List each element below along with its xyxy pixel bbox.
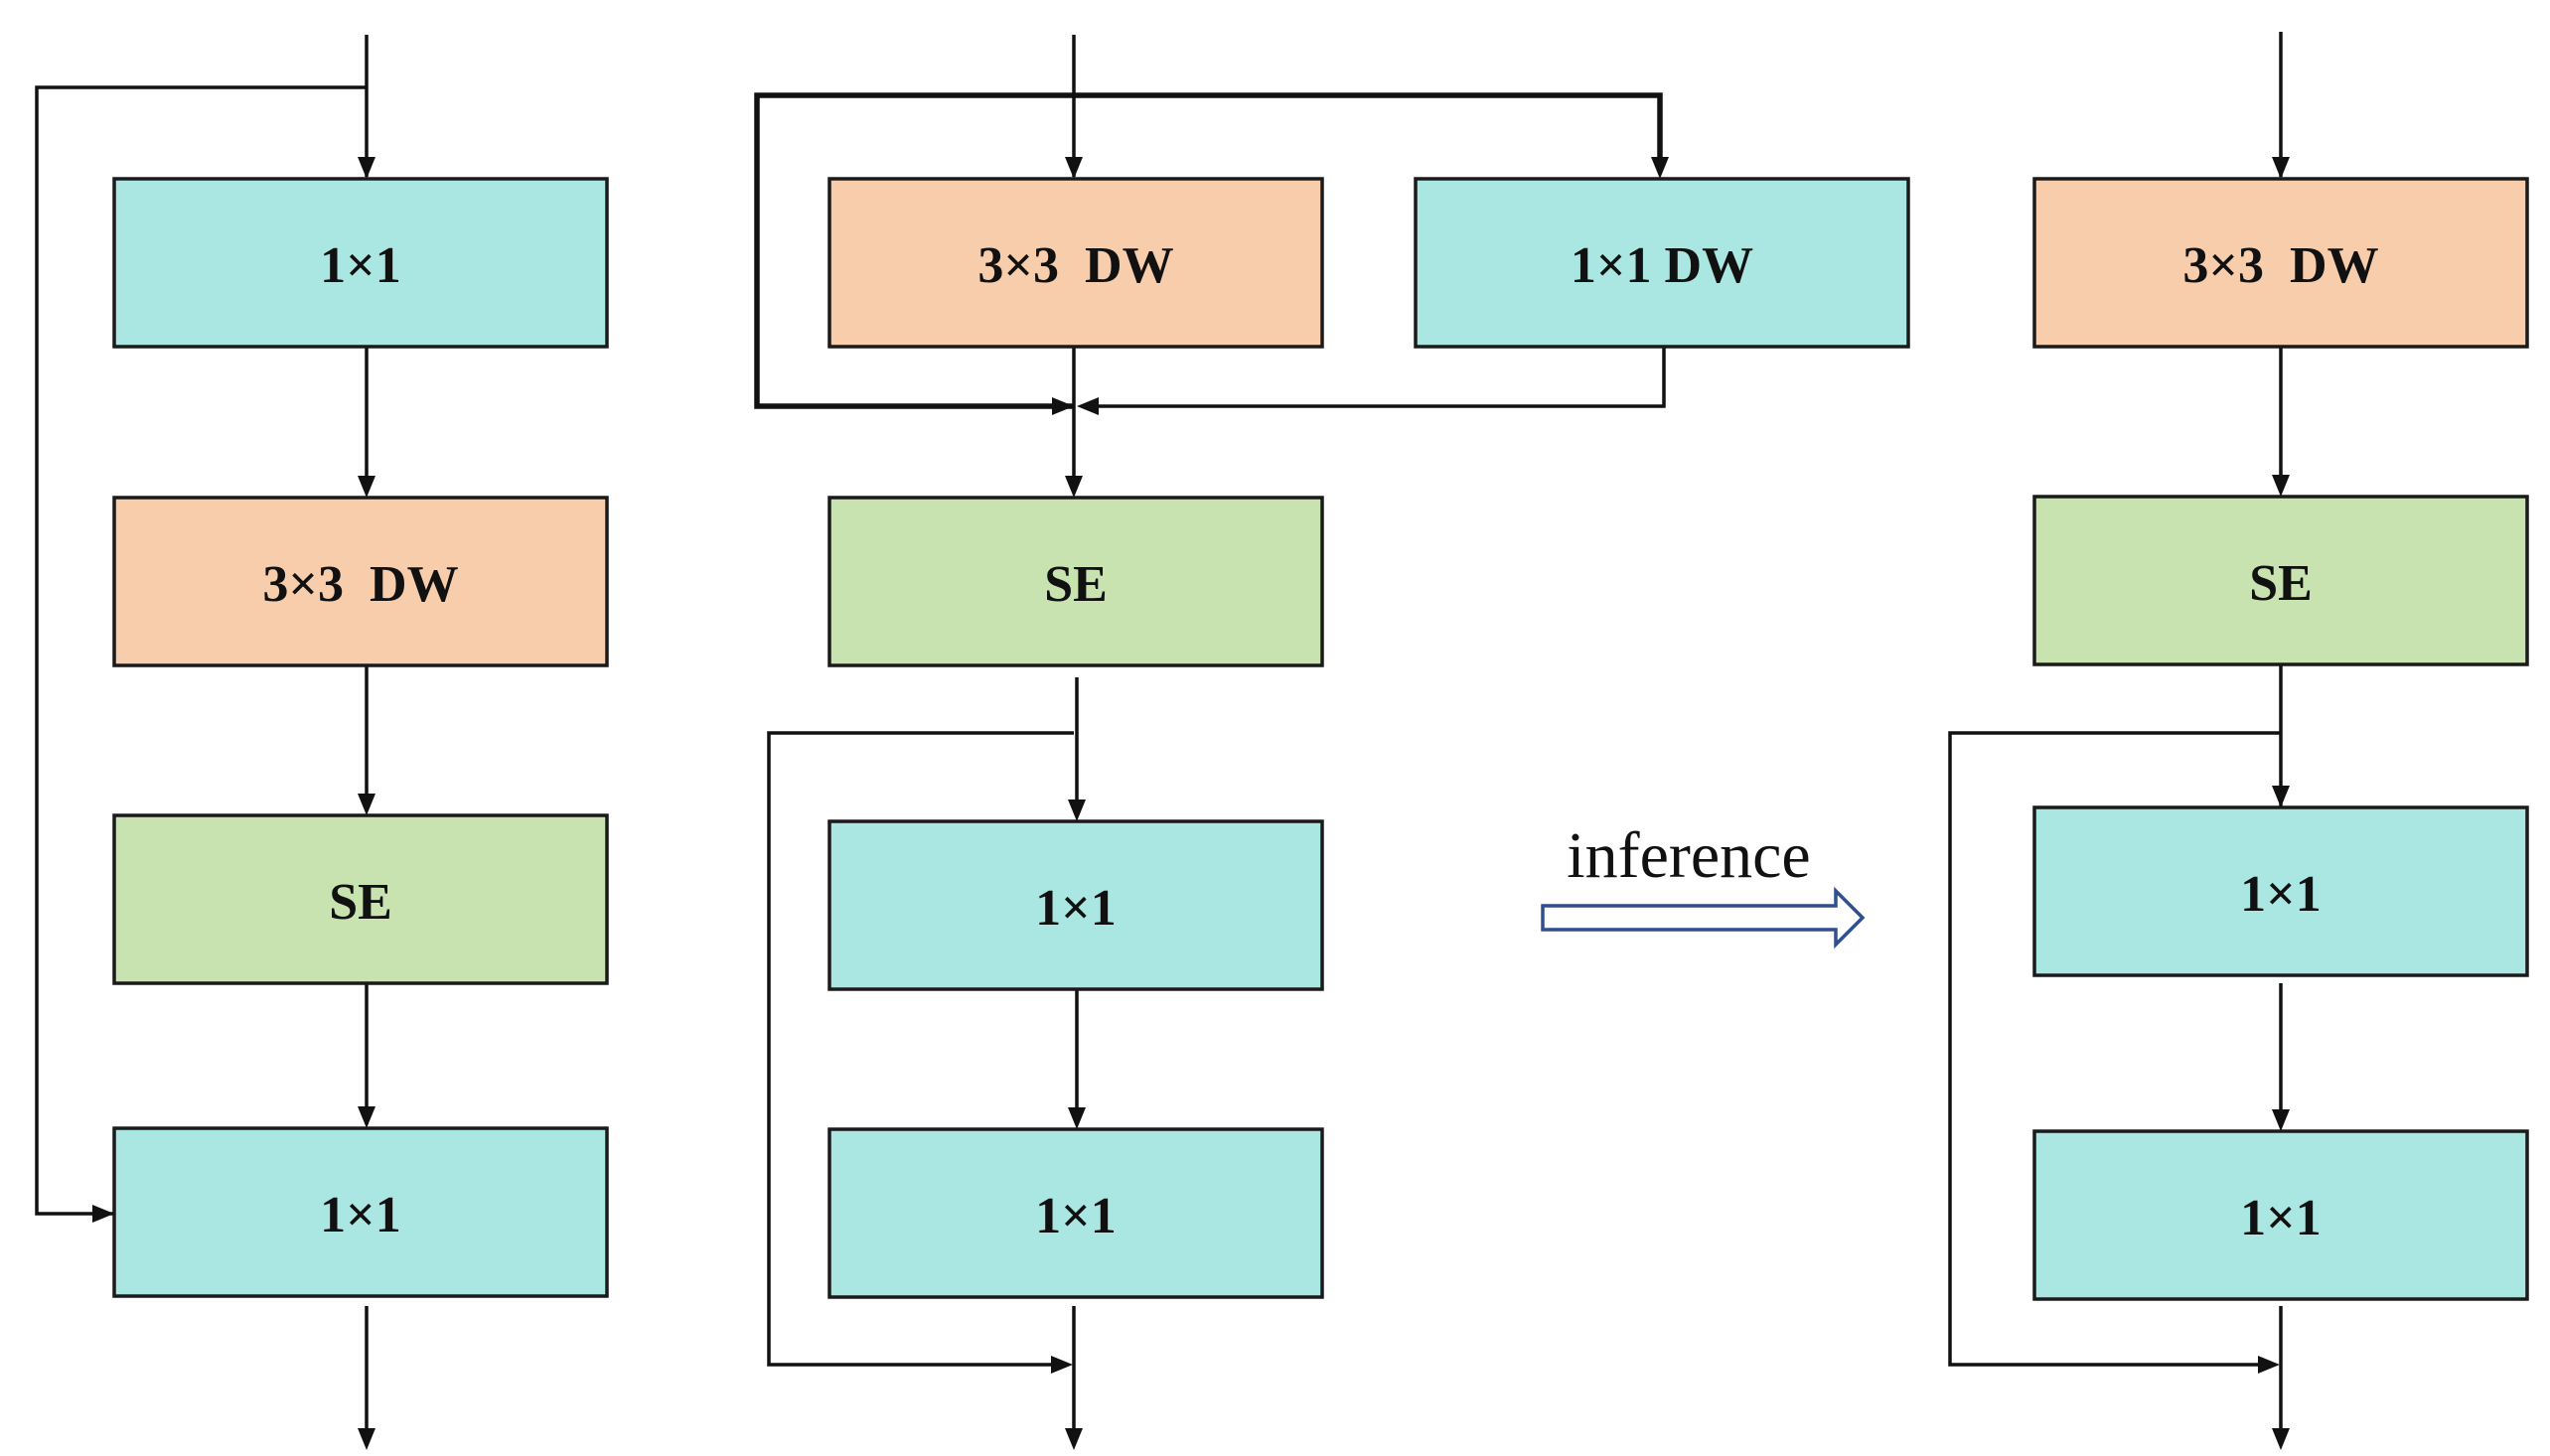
right-conv-a-label: 1×1 — [2240, 866, 2322, 923]
left-arrow-2-head — [358, 794, 375, 815]
middle-block: 3×3 DW 1×1 DW SE 1×1 1×1 — [754, 35, 1910, 1445]
left-input-arrowhead — [358, 157, 375, 179]
right-se-box: SE — [2032, 495, 2529, 666]
middle-skip-connection — [767, 731, 1074, 1367]
middle-dw3x3-rect — [827, 177, 1324, 349]
right-se-in-arrowhead — [2272, 475, 2290, 497]
middle-conv-b-in-arrowhead — [1068, 1107, 1086, 1129]
middle-skip-arrowhead — [1051, 1356, 1073, 1374]
left-se-rect — [112, 813, 609, 985]
left-se-box: SE — [112, 813, 609, 985]
arrowheads — [92, 157, 2290, 1450]
middle-merge-left-arrowhead — [1052, 397, 1074, 415]
middle-conv-b-label: 1×1 — [1035, 1188, 1117, 1244]
left-conv-in-label: 1×1 — [320, 237, 401, 294]
inference-label: inference — [1567, 819, 1810, 892]
middle-dw1x1-label: 1×1 DW — [1571, 237, 1753, 294]
left-dwconv-box: 3×3 DW — [112, 496, 609, 667]
middle-conv-a-box: 1×1 — [827, 819, 1324, 991]
right-conv-b-label: 1×1 — [2240, 1190, 2322, 1246]
middle-se-in-arrowhead — [1065, 476, 1083, 498]
left-conv-in-box: 1×1 — [112, 177, 609, 349]
right-dwconv-rect — [2032, 177, 2529, 349]
left-skip-arrowhead — [92, 1205, 114, 1223]
middle-output-arrowhead — [1065, 1428, 1083, 1450]
middle-dw3x3-box: 3×3 DW — [827, 177, 1324, 349]
left-conv-out-rect — [112, 1126, 609, 1298]
middle-conv-a-label: 1×1 — [1035, 880, 1117, 937]
right-se-rect — [2032, 495, 2529, 666]
middle-dw1x1-out — [1082, 348, 1666, 408]
inference-arrow-icon — [1541, 886, 1866, 949]
left-arrow-3-head — [358, 1106, 375, 1128]
right-input-arrowhead — [2272, 157, 2290, 179]
inference-transition: inference — [1541, 819, 1866, 949]
right-skip-connection — [1948, 731, 2281, 1367]
left-conv-out-box: 1×1 — [112, 1126, 609, 1298]
middle-conv-a-in-arrowhead — [1068, 800, 1086, 821]
right-conv-a-box: 1×1 — [2032, 805, 2529, 977]
middle-conv-b-rect — [827, 1127, 1324, 1299]
middle-conv-a-rect — [827, 819, 1324, 991]
left-arrow-1-head — [358, 476, 375, 498]
left-conv-in-rect — [112, 177, 609, 349]
right-dwconv-box: 3×3 DW — [2032, 177, 2529, 349]
middle-dw1x1-box: 1×1 DW — [1414, 177, 1910, 349]
right-conv-b-in-arrowhead — [2272, 1109, 2290, 1131]
middle-identity-arrowhead — [1651, 157, 1669, 179]
middle-input-arrowhead — [1065, 157, 1083, 179]
right-se-label: SE — [2249, 555, 2313, 612]
right-output-arrowhead — [2272, 1428, 2290, 1450]
right-skip-arrowhead — [2258, 1356, 2280, 1374]
right-conv-b-rect — [2032, 1129, 2529, 1301]
left-output-arrowhead — [358, 1428, 375, 1450]
middle-identity-branch — [754, 92, 1663, 409]
left-se-label: SE — [329, 874, 392, 931]
left-dwconv-label: 3×3 DW — [262, 556, 458, 613]
middle-conv-b-box: 1×1 — [827, 1127, 1324, 1299]
middle-se-box: SE — [827, 496, 1324, 667]
middle-se-label: SE — [1044, 556, 1108, 613]
left-skip-connection — [35, 85, 367, 1216]
left-dwconv-rect — [112, 496, 609, 667]
middle-dw1x1-rect — [1414, 177, 1910, 349]
middle-se-rect — [827, 496, 1324, 667]
right-conv-a-in-arrowhead — [2272, 786, 2290, 807]
left-block: 1×1 3×3 DW SE 1×1 — [35, 35, 609, 1445]
right-conv-b-box: 1×1 — [2032, 1129, 2529, 1301]
right-conv-a-rect — [2032, 805, 2529, 977]
middle-merge-right-arrowhead — [1077, 397, 1099, 415]
right-dwconv-label: 3×3 DW — [2182, 237, 2378, 294]
right-block: 3×3 DW SE 1×1 1×1 — [1948, 32, 2529, 1445]
left-conv-out-label: 1×1 — [320, 1187, 401, 1243]
middle-dw3x3-label: 3×3 DW — [977, 237, 1173, 294]
